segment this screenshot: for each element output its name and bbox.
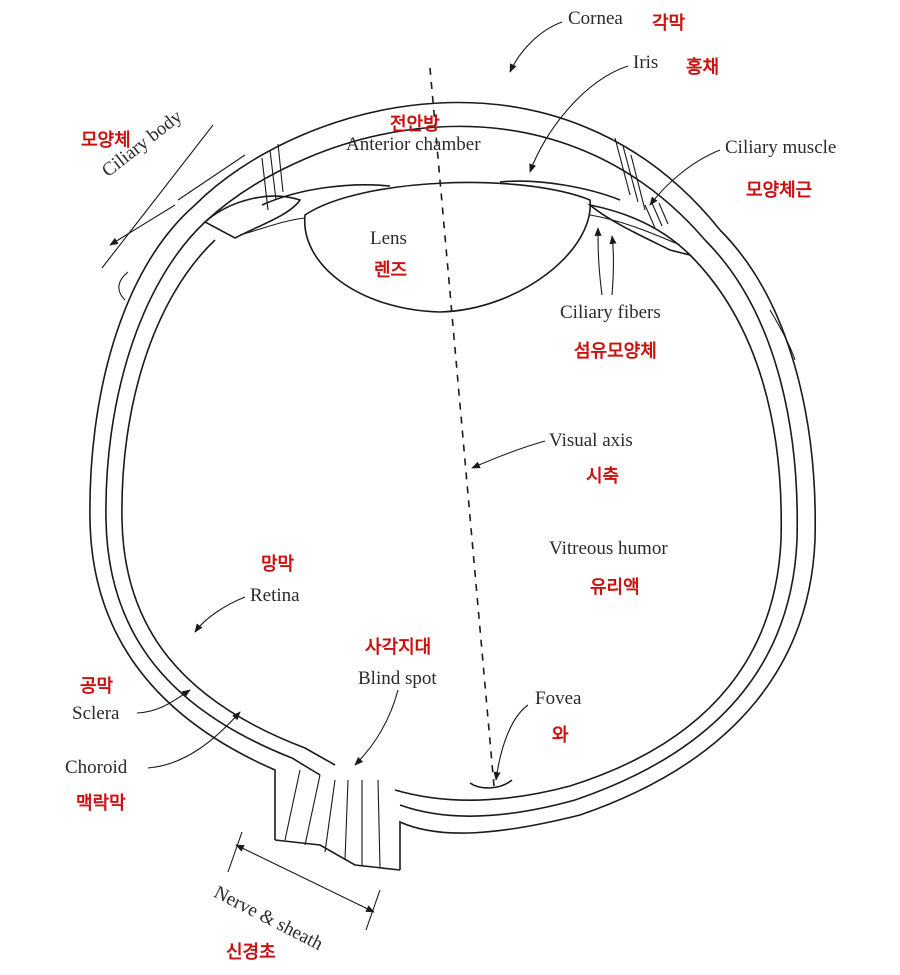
iris-left (261, 184, 391, 206)
retina-layer (121, 239, 336, 766)
vitreous-humor-label: Vitreous humor (549, 538, 668, 559)
choroid-label: Choroid (65, 757, 128, 778)
cornea-outer (194, 101, 721, 231)
visual-axis-label: Visual axis (549, 430, 633, 451)
choroid-layer-right (399, 239, 799, 818)
nerve-sheath-label-ko: 신경초 (226, 942, 276, 963)
fovea-arrow (493, 704, 529, 781)
iris-label: Iris (633, 52, 659, 73)
sclera-notch-right (769, 309, 796, 361)
choroid-layer (105, 221, 321, 776)
ciliary-fibers-label: Ciliary fibers (560, 302, 661, 323)
ciliary-fibers-right (589, 214, 681, 246)
sclera-arrow (136, 689, 191, 714)
choroid-arrow (147, 711, 241, 769)
retina-label: Retina (250, 585, 300, 606)
fovea-label: Fovea (535, 688, 582, 709)
ciliary-body-label-ko: 모양체 (81, 130, 131, 151)
ciliary-body-right (587, 203, 693, 257)
sclera-label: Sclera (72, 703, 120, 724)
sclera-outer (89, 204, 276, 840)
ciliary-muscle-label: Ciliary muscle (725, 137, 837, 158)
blind-spot-arrow (354, 689, 399, 766)
limbus-right-hatch (614, 137, 646, 211)
cornea-arrow (509, 21, 563, 73)
ciliary-muscle-arrow (649, 149, 721, 206)
ciliary-body-dimension-line (101, 124, 246, 269)
iris-right (499, 180, 621, 201)
ciliary-fibers-left (239, 217, 306, 236)
iris-label-ko: 홍채 (686, 57, 720, 78)
retina-label-ko: 망막 (261, 554, 295, 575)
visual-axis-line (429, 67, 495, 787)
anterior-chamber-label: Anterior chamber (346, 134, 481, 155)
sclera-label-ko: 공막 (80, 676, 114, 697)
choroid-label-ko: 맥락막 (76, 793, 126, 814)
retina-arrow (194, 596, 246, 633)
cornea-label-ko: 각막 (652, 13, 686, 34)
fovea-label-ko: 와 (552, 725, 569, 746)
limbus-left-hatch (261, 143, 284, 211)
iris-arrow (529, 65, 629, 173)
optic-nerve-fibers (284, 769, 381, 869)
visual-axis-label-ko: 시축 (586, 466, 620, 487)
cornea-inner (204, 125, 706, 241)
sclera-notch-left (118, 271, 129, 301)
visual-axis-arrow (471, 440, 546, 469)
ciliary-body-dimension-arrow (109, 204, 176, 246)
blind-spot-label: Blind spot (358, 668, 437, 689)
nerve-sheath-dimension-arrows (235, 844, 375, 913)
vitreous-humor-label-ko: 유리액 (590, 577, 640, 598)
ciliary-muscle-label-ko: 모양체근 (746, 180, 813, 201)
anterior-chamber-label-ko: 전안방 (390, 114, 440, 135)
lens-label-ko: 렌즈 (374, 260, 408, 281)
sclera-outer-right (399, 229, 817, 870)
fovea-pit (469, 779, 513, 789)
optic-nerve-sheath (274, 839, 401, 871)
ciliary-fibers-label-ko: 섬유모양체 (574, 341, 657, 362)
blind-spot-label-ko: 사각지대 (365, 637, 432, 658)
ciliary-muscle-hatch (644, 202, 669, 229)
cornea-label: Cornea (568, 8, 623, 29)
ciliary-fibers-arrow-1 (594, 227, 603, 296)
retina-layer-right (394, 254, 783, 801)
lens-shape (304, 181, 591, 313)
lens-label: Lens (370, 228, 407, 249)
ciliary-body-left (203, 195, 302, 239)
ciliary-fibers-arrow-2 (609, 235, 617, 296)
